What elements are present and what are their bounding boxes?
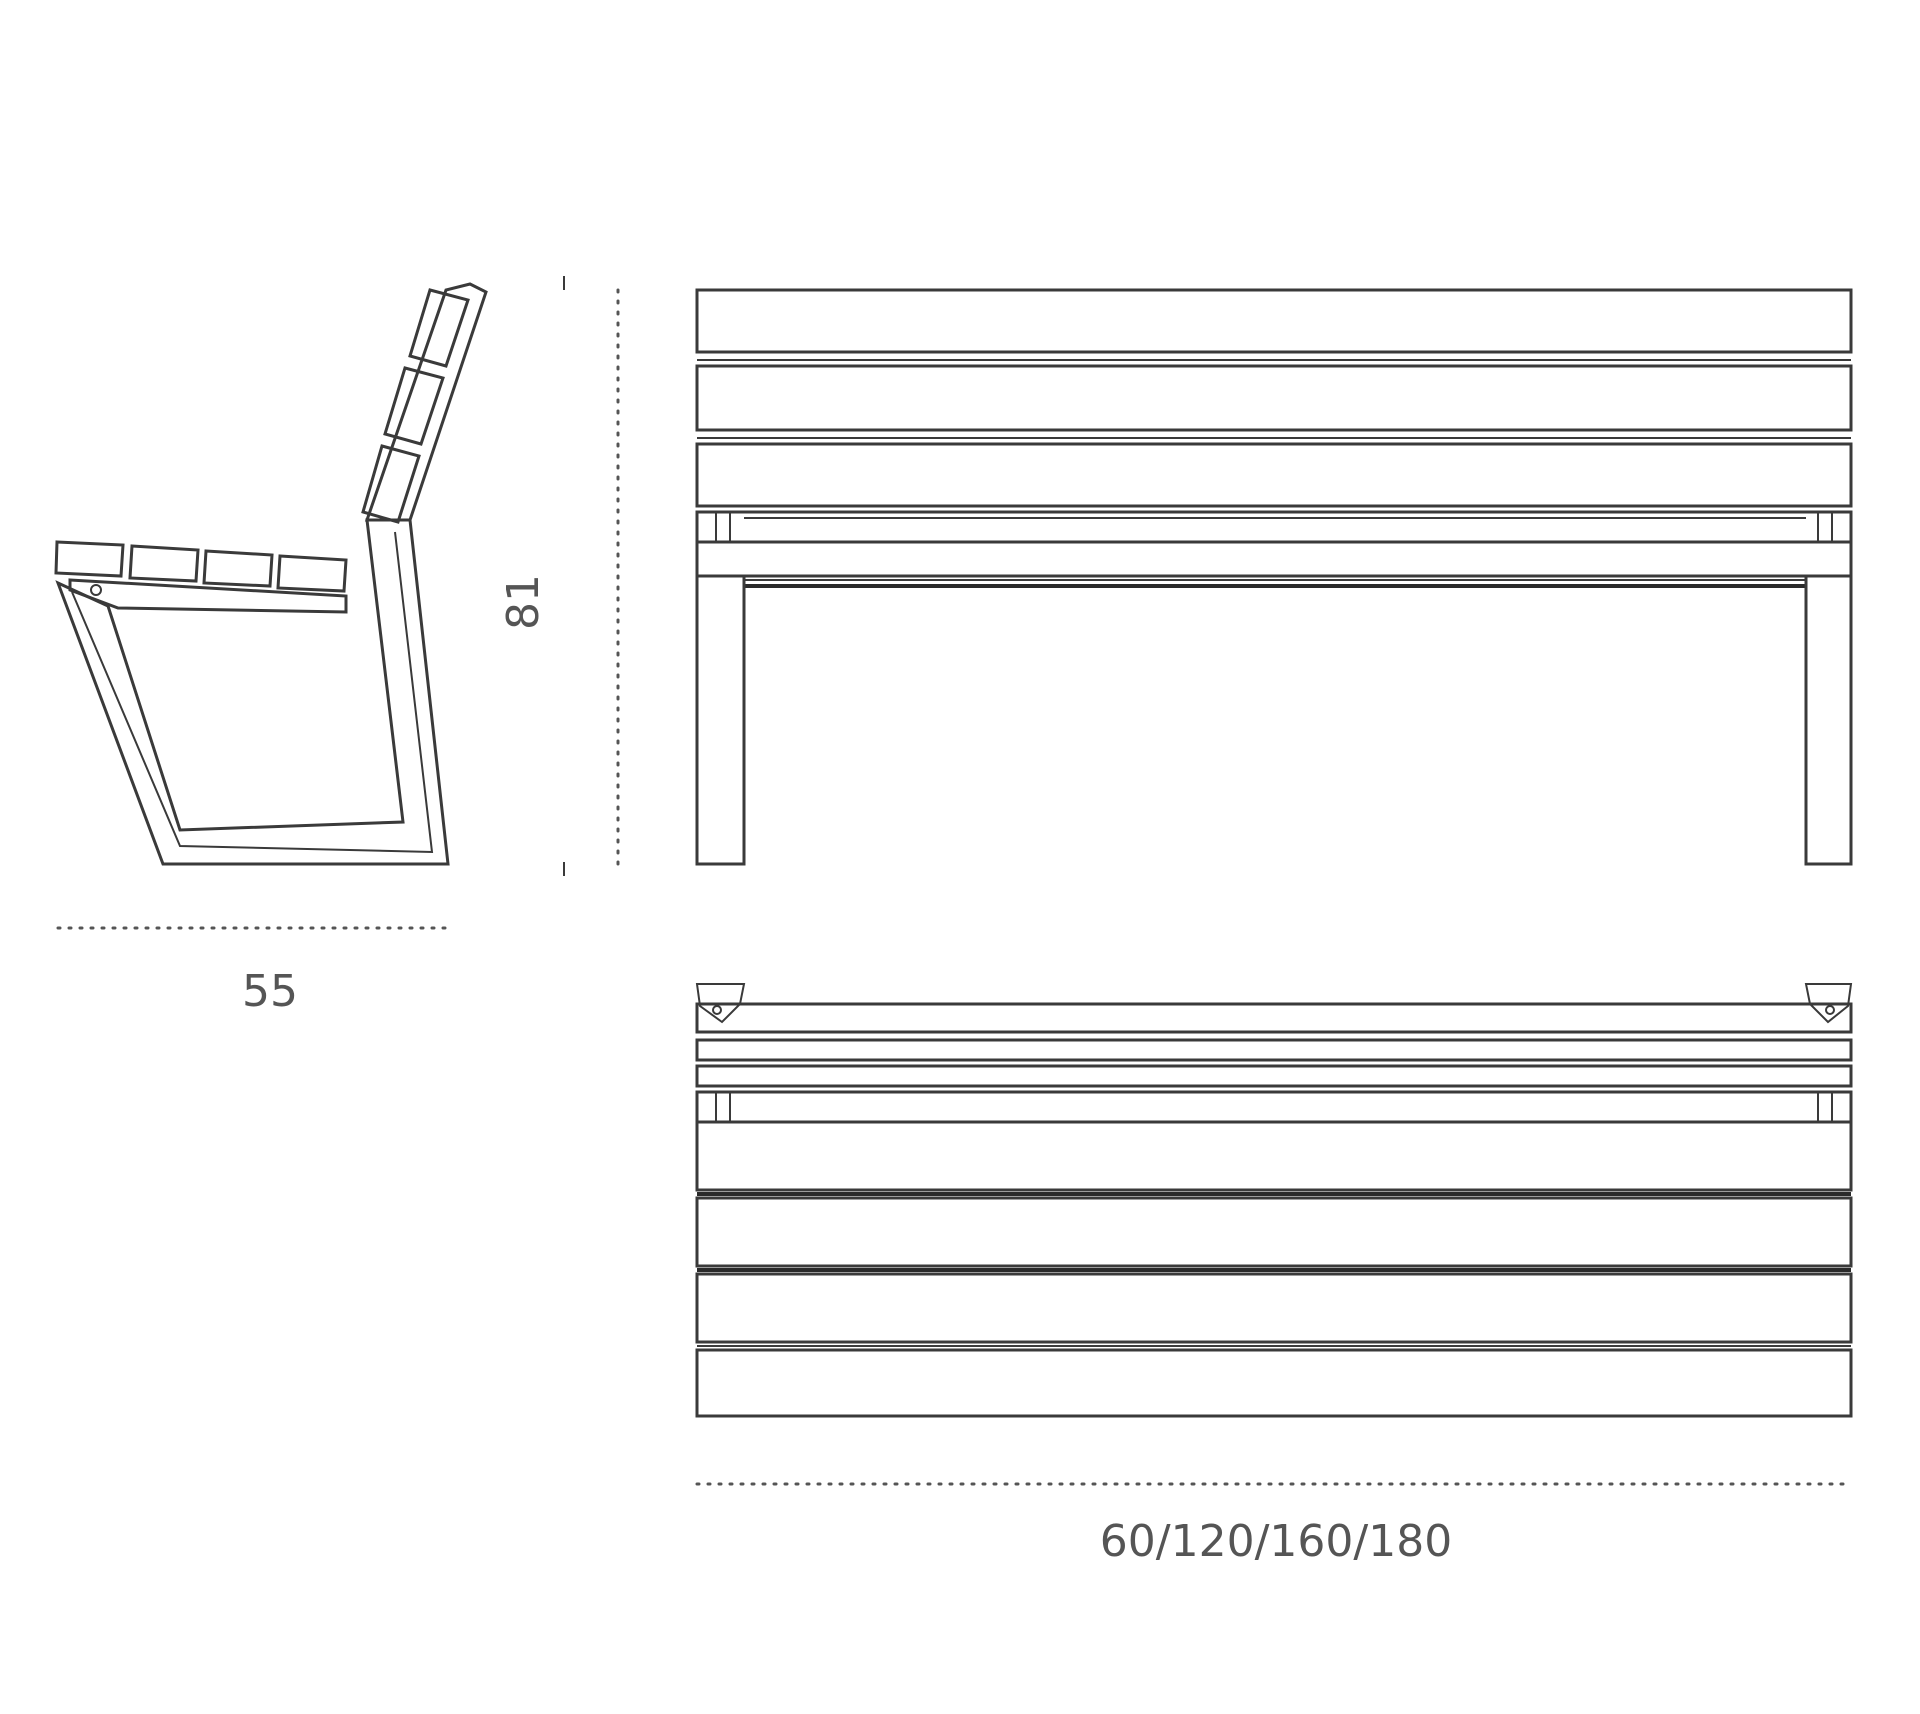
top-corner-left — [695, 983, 746, 1024]
side-frame-inner — [71, 519, 434, 854]
top-corner-right — [1804, 983, 1853, 1024]
side-seat-rail — [68, 578, 348, 614]
front-leg-right — [1804, 574, 1853, 866]
height-label: 81 — [498, 574, 549, 630]
side-view — [54, 282, 488, 866]
front-back-slat-2 — [695, 364, 1853, 432]
depth-label: 55 — [242, 966, 298, 1017]
top-seat-rail — [695, 1090, 1853, 1124]
side-seat-slats — [54, 540, 348, 593]
side-backrest — [361, 282, 488, 524]
side-frame-outer — [55, 518, 450, 866]
front-leg-left — [695, 574, 746, 866]
front-back-slat-3 — [695, 442, 1853, 508]
top-view — [695, 983, 1853, 1418]
top-back-slat-1 — [695, 1002, 1853, 1034]
top-seat-slat-2 — [695, 1196, 1853, 1268]
top-back-slat-2 — [695, 1038, 1853, 1062]
front-seat-slat — [695, 540, 1853, 578]
side-bolt — [90, 584, 102, 596]
front-back-slat-1 — [695, 288, 1853, 354]
front-seat-rail — [695, 510, 1853, 544]
top-seat-slat-3 — [695, 1272, 1853, 1344]
top-back-slat-3 — [695, 1064, 1853, 1088]
top-seat-slat-4 — [695, 1348, 1853, 1418]
front-view — [695, 288, 1853, 866]
top-seat-slat-1 — [695, 1120, 1853, 1192]
length-label: 60/120/160/180 — [1100, 1516, 1452, 1567]
